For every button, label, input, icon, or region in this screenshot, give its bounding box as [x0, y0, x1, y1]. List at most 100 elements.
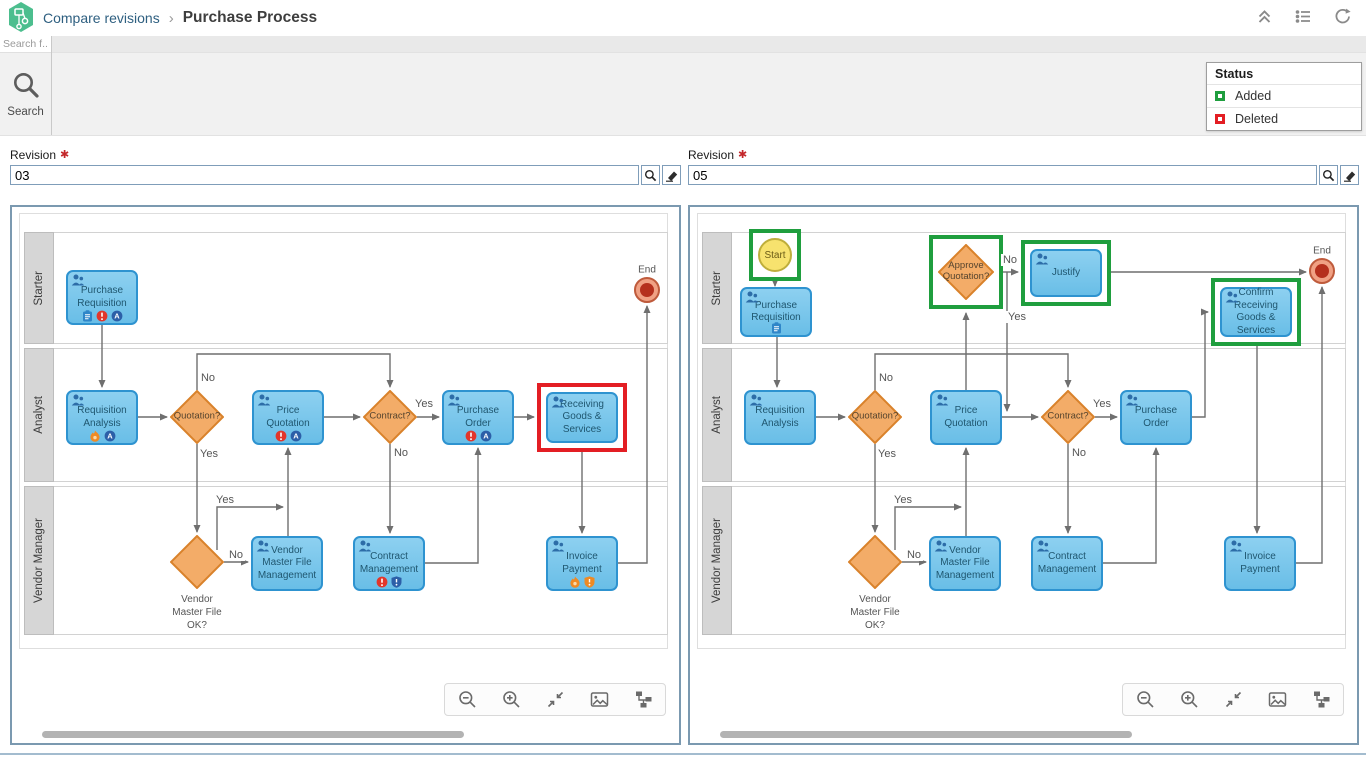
bpmn-gateway-approve-quotation[interactable] — [937, 243, 995, 301]
horizontal-scrollbar[interactable] — [42, 731, 464, 738]
person-icon — [551, 540, 565, 557]
bpmn-task-purchase-order[interactable]: Purchase Order — [1120, 390, 1192, 445]
bpmn-gateway-vendor-master-file-ok[interactable] — [169, 534, 225, 590]
end-event-core — [1315, 264, 1329, 278]
lane-label-vendor-manager: Vendor Manager — [702, 486, 732, 635]
edge-label-yes: Yes — [876, 448, 898, 460]
task-label: Vendor Master File Management — [257, 544, 317, 581]
bpmn-task-contract-management[interactable]: Contract Management — [353, 536, 425, 591]
diagram-overview-icon[interactable] — [621, 684, 665, 715]
bpmn-task-contract-management[interactable]: Contract Management — [1031, 536, 1103, 591]
bpmn-task-purchase-requisition[interactable]: Purchase Requisition — [740, 287, 812, 337]
search-icon — [13, 73, 39, 98]
person-icon — [71, 394, 85, 411]
task-label: Invoice Payment — [1240, 551, 1280, 575]
revision-field-left: Revision ✱ — [10, 136, 681, 205]
revision-input-left[interactable] — [10, 165, 639, 185]
bpmn-gateway-contract[interactable] — [362, 389, 418, 445]
bpmn-end-event[interactable] — [634, 277, 660, 303]
search-input[interactable] — [0, 36, 51, 53]
document-icon — [82, 310, 92, 322]
diagram-toolbar — [444, 683, 666, 716]
list-view-icon[interactable] — [1292, 5, 1315, 31]
bpmn-task-receiving-goods-services[interactable]: Receiving Goods & Services — [546, 392, 618, 443]
task-status-icons — [355, 576, 423, 588]
task-status-icons: A — [68, 430, 136, 442]
bpmn-gateway-vendor-master-file-ok[interactable] — [847, 534, 903, 590]
revision-search-icon[interactable] — [1319, 165, 1338, 185]
bpmn-task-confirm-receiving-goods-services[interactable]: Confirm Receiving Goods & Services — [1220, 287, 1292, 337]
end-event-core — [640, 283, 654, 297]
export-image-icon[interactable] — [1255, 684, 1299, 715]
bpmn-gateway-contract[interactable] — [1040, 389, 1096, 445]
bpmn-gateway-quotation[interactable] — [169, 389, 225, 445]
horizontal-scrollbar[interactable] — [720, 731, 1132, 738]
person-icon — [935, 394, 949, 411]
edge-label-yes: Yes — [1006, 311, 1028, 323]
task-status-icons: A — [68, 310, 136, 322]
gateway-label-below: Vendor Master File OK? — [850, 594, 900, 631]
bpmn-task-invoice-payment[interactable]: Invoice Payment — [1224, 536, 1296, 591]
revision-clear-icon[interactable] — [1340, 165, 1359, 185]
bpmn-end-event[interactable] — [1309, 258, 1335, 284]
bpmn-task-price-quotation[interactable]: Price Quotation — [930, 390, 1002, 445]
header-actions — [1253, 5, 1354, 31]
task-label: Purchase Requisition — [751, 299, 801, 324]
collapse-panel-icon[interactable] — [1253, 5, 1276, 31]
person-icon — [71, 274, 85, 291]
fit-to-screen-icon[interactable] — [1211, 684, 1255, 715]
revision-input-right[interactable] — [688, 165, 1317, 185]
required-marker-icon: ✱ — [738, 148, 748, 161]
edge-label-no: No — [1069, 447, 1089, 459]
edge-label-yes: Yes — [1091, 398, 1113, 410]
approval-badge-icon: A — [111, 310, 122, 322]
edge-label-no: No — [1000, 254, 1020, 266]
legend-item-label: Deleted — [1235, 112, 1279, 126]
bpmn-connectors — [771, 268, 1326, 566]
bpmn-task-requisition-analysis[interactable]: Requisition Analysis — [744, 390, 816, 445]
export-image-icon[interactable] — [577, 684, 621, 715]
shield-icon — [584, 576, 595, 588]
zoom-in-icon[interactable] — [489, 684, 533, 715]
revision-field-right: Revision ✱ — [688, 136, 1359, 205]
person-icon — [1125, 394, 1139, 411]
search-filters-area: Status Added Deleted — [52, 36, 1366, 135]
bpmn-task-vendor-master-file-management[interactable]: Vendor Master File Management — [251, 536, 323, 591]
zoom-in-icon[interactable] — [1167, 684, 1211, 715]
fit-to-screen-icon[interactable] — [533, 684, 577, 715]
revision-search-icon[interactable] — [641, 165, 660, 185]
search-column: Search — [0, 36, 52, 135]
task-status-icons: A — [444, 430, 512, 442]
task-label: Contract Management — [359, 551, 419, 575]
bpmn-start-event[interactable]: Start — [758, 238, 792, 272]
bpmn-gateway-quotation[interactable] — [847, 389, 903, 445]
search-button[interactable]: Search — [0, 53, 51, 135]
revision-clear-icon[interactable] — [662, 165, 681, 185]
breadcrumb[interactable]: Compare revisions — [43, 10, 160, 26]
diagram-overview-icon[interactable] — [1299, 684, 1343, 715]
legend-item-deleted: Deleted — [1207, 107, 1361, 130]
end-event-label: End — [1313, 245, 1331, 257]
person-icon — [745, 291, 759, 308]
search-button-label: Search — [7, 106, 44, 118]
refresh-icon[interactable] — [1331, 5, 1354, 31]
bpmn-task-vendor-master-file-management[interactable]: Vendor Master File Management — [929, 536, 1001, 591]
bpmn-task-justify[interactable]: Justify — [1030, 249, 1102, 297]
bpmn-task-invoice-payment[interactable]: Invoice Payment — [546, 536, 618, 591]
lane-label-starter: Starter — [702, 232, 732, 344]
zoom-out-icon[interactable] — [445, 684, 489, 715]
approval-badge-icon: A — [480, 430, 491, 442]
zoom-out-icon[interactable] — [1123, 684, 1167, 715]
task-label: Price Quotation — [266, 405, 310, 429]
person-icon — [256, 540, 270, 557]
edge-label-yes: Yes — [892, 494, 914, 506]
task-label: Requisition Analysis — [755, 405, 805, 429]
person-icon — [551, 396, 565, 413]
